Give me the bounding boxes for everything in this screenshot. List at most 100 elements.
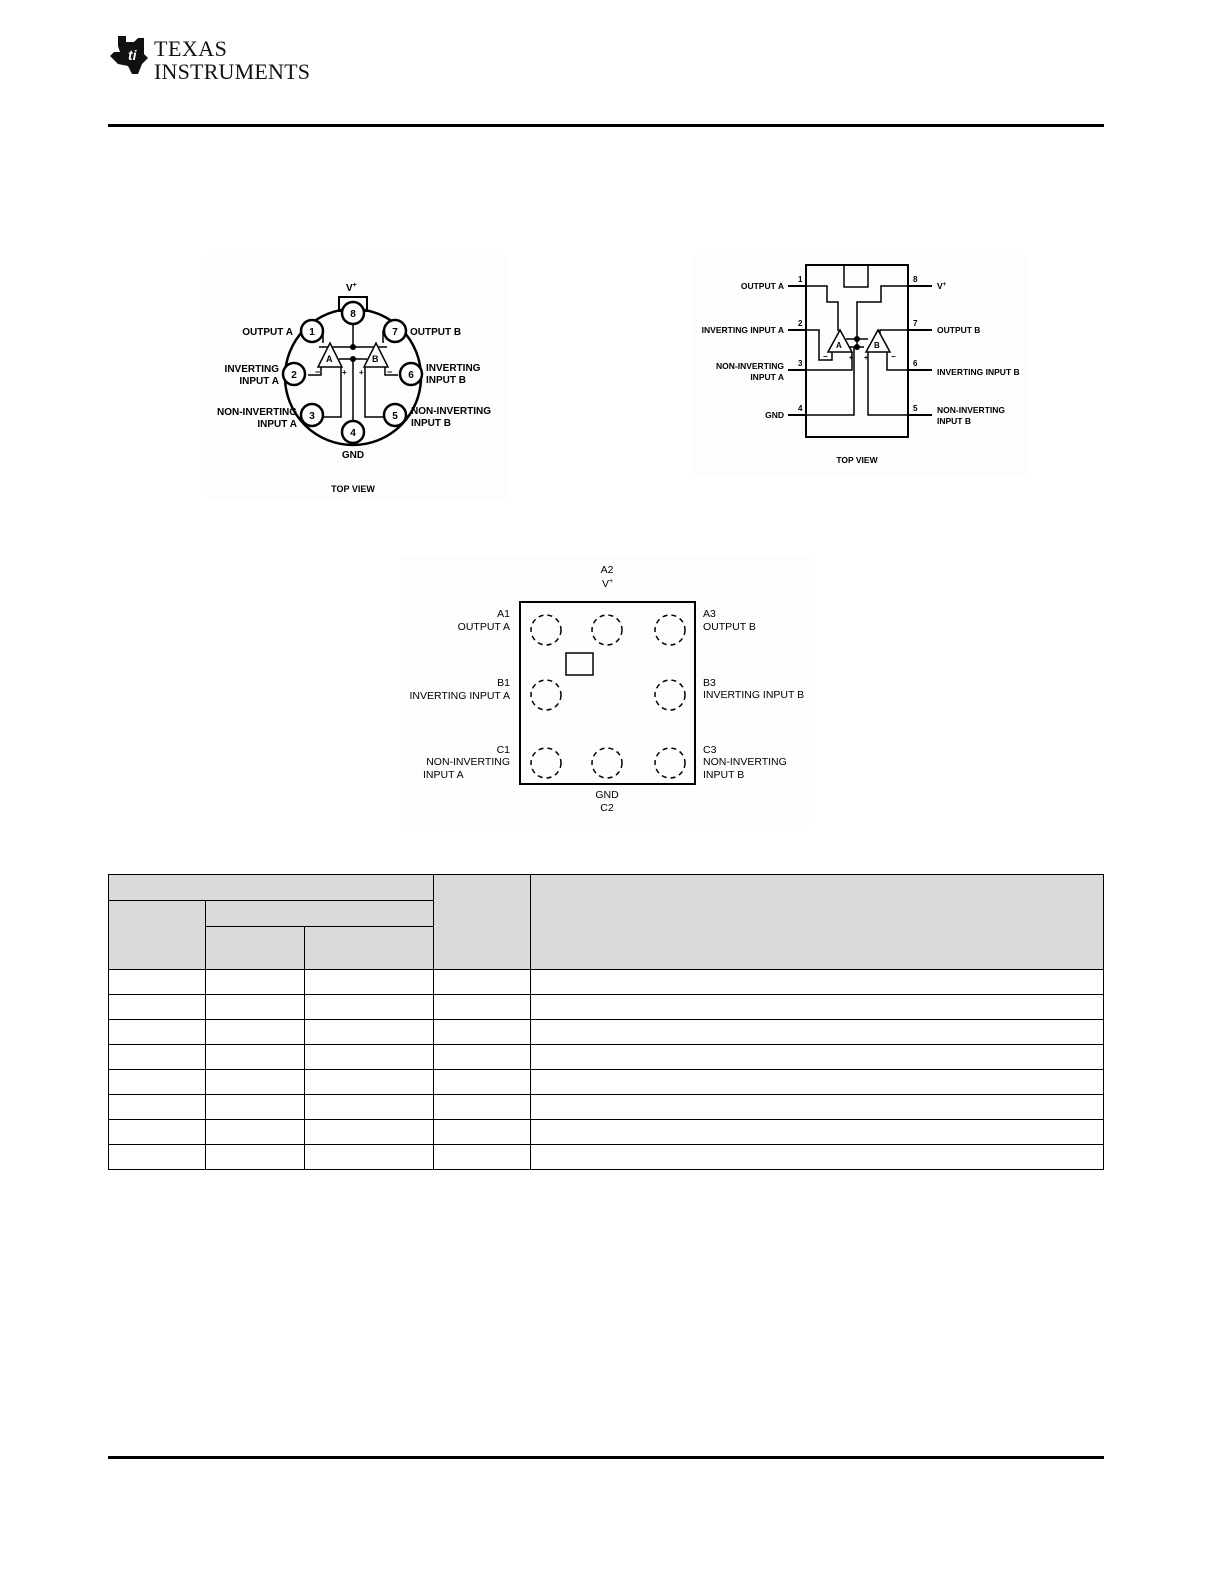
cell bbox=[433, 1119, 532, 1145]
pin-3-label-line1: NON-INVERTING bbox=[217, 407, 297, 418]
pin-functions-table bbox=[107, 874, 1104, 1170]
svg-text:+: + bbox=[849, 355, 853, 362]
cell bbox=[530, 1019, 1104, 1045]
pin-7-number: 7 bbox=[913, 319, 918, 328]
pin-5-label-line1: NON-INVERTING bbox=[937, 405, 1005, 415]
cell bbox=[205, 1094, 305, 1120]
svg-text:−: − bbox=[387, 367, 392, 377]
header-io bbox=[433, 874, 532, 970]
ball-c3-label-line1: NON-INVERTING bbox=[703, 756, 787, 768]
ball-b1-label: INVERTING INPUT A bbox=[409, 690, 510, 702]
ball-c3-label-line2: INPUT B bbox=[703, 769, 744, 781]
cell bbox=[433, 994, 532, 1020]
cell bbox=[108, 969, 206, 995]
ball-a3-id: A3 bbox=[703, 608, 716, 620]
header-name bbox=[108, 900, 206, 970]
pin-3-label-line2: INPUT A bbox=[257, 419, 297, 430]
cell bbox=[433, 1044, 532, 1070]
pin-5-label-line1: NON-INVERTING bbox=[411, 406, 491, 417]
header-pin bbox=[107, 874, 435, 901]
cell bbox=[433, 1144, 532, 1170]
svg-text:−: − bbox=[823, 352, 828, 361]
cell bbox=[303, 1019, 435, 1045]
cell bbox=[303, 1144, 435, 1170]
ball-c1-label-line1: NON-INVERTING bbox=[426, 756, 510, 768]
ti-logo: ti Texas Instruments bbox=[108, 34, 310, 83]
cell bbox=[433, 1069, 532, 1095]
pin-5-number: 5 bbox=[392, 411, 398, 422]
pin-6-label: INVERTING INPUT B bbox=[937, 367, 1020, 377]
pin-5-number: 5 bbox=[913, 404, 918, 413]
cell bbox=[108, 994, 206, 1020]
pin-4-number: 4 bbox=[350, 428, 356, 439]
to-package-diagram: V+ A B − − + + 8 1 bbox=[207, 255, 507, 500]
logo-line1: Texas bbox=[154, 36, 228, 61]
header-rule bbox=[108, 124, 1104, 127]
gnd-label: GND bbox=[342, 450, 364, 461]
dip-package-diagram: A B − + + − 1 2 3 4 8 7 6 5 OUTPUT A INV… bbox=[692, 255, 1027, 477]
table-row bbox=[108, 1019, 1104, 1045]
cell bbox=[530, 1069, 1104, 1095]
cell bbox=[530, 994, 1104, 1020]
cell bbox=[530, 1044, 1104, 1070]
table-row bbox=[108, 1144, 1104, 1170]
cell bbox=[205, 1144, 305, 1170]
cell bbox=[303, 1094, 435, 1120]
cell bbox=[303, 969, 435, 995]
cell bbox=[205, 1019, 305, 1045]
view-label: TOP VIEW bbox=[331, 484, 375, 494]
pin-1-label: OUTPUT A bbox=[242, 327, 293, 338]
pin-1-label: OUTPUT A bbox=[741, 281, 784, 291]
cell bbox=[108, 1094, 206, 1120]
pin-8-number: 8 bbox=[913, 275, 918, 284]
cell bbox=[530, 1094, 1104, 1120]
cell bbox=[108, 1069, 206, 1095]
header-number bbox=[204, 900, 435, 927]
amp-b-label: B bbox=[372, 354, 379, 364]
cell bbox=[205, 994, 305, 1020]
footer-rule bbox=[108, 1456, 1104, 1459]
ti-logo-wordmark: Texas Instruments bbox=[154, 38, 310, 83]
cell bbox=[303, 1044, 435, 1070]
cell bbox=[205, 1069, 305, 1095]
pin-5-label-line2: INPUT B bbox=[937, 416, 971, 426]
cell bbox=[433, 969, 532, 995]
ball-a1-id: A1 bbox=[497, 608, 510, 620]
svg-text:−: − bbox=[891, 352, 896, 361]
table-row bbox=[108, 1119, 1104, 1145]
pin-3-label-line1: NON-INVERTING bbox=[716, 361, 784, 371]
view-label: TOP VIEW bbox=[836, 455, 878, 465]
cell bbox=[433, 1094, 532, 1120]
ball-c2-label: GND bbox=[595, 789, 619, 801]
header-description bbox=[530, 874, 1104, 970]
ball-a1-label: OUTPUT A bbox=[458, 621, 510, 633]
svg-text:+: + bbox=[864, 355, 868, 362]
ball-c1-id: C1 bbox=[497, 744, 511, 756]
pin-7-number: 7 bbox=[392, 327, 398, 338]
ti-logo-icon: ti bbox=[110, 36, 148, 74]
pin-6-number: 6 bbox=[408, 370, 414, 381]
pin-6-label-line1: INVERTING bbox=[426, 363, 481, 374]
ball-b3-id: B3 bbox=[703, 677, 716, 689]
pin-7-label: OUTPUT B bbox=[937, 325, 980, 335]
svg-text:+: + bbox=[342, 368, 347, 377]
cell bbox=[108, 1044, 206, 1070]
ball-c2-id: C2 bbox=[600, 802, 614, 814]
ball-b1-id: B1 bbox=[497, 677, 510, 689]
pin-6-number: 6 bbox=[913, 359, 918, 368]
pin-5-label-line2: INPUT B bbox=[411, 418, 451, 429]
ball-a2-label: V+ bbox=[602, 578, 613, 590]
pin-1-number: 1 bbox=[798, 275, 803, 284]
pin-2-number: 2 bbox=[291, 370, 297, 381]
pin-3-label-line2: INPUT A bbox=[750, 372, 784, 382]
pin-8-label: V+ bbox=[937, 281, 947, 291]
pin-1-number: 1 bbox=[309, 327, 315, 338]
ball-c1-label-line2: INPUT A bbox=[423, 769, 464, 781]
pin-2-label: INVERTING INPUT A bbox=[702, 325, 784, 335]
pin-4-label: GND bbox=[765, 410, 784, 420]
pin-2-number: 2 bbox=[798, 319, 803, 328]
table-row bbox=[108, 1069, 1104, 1095]
cell bbox=[303, 994, 435, 1020]
pin-2-label-line1: INVERTING bbox=[225, 364, 280, 375]
cell bbox=[530, 1144, 1104, 1170]
